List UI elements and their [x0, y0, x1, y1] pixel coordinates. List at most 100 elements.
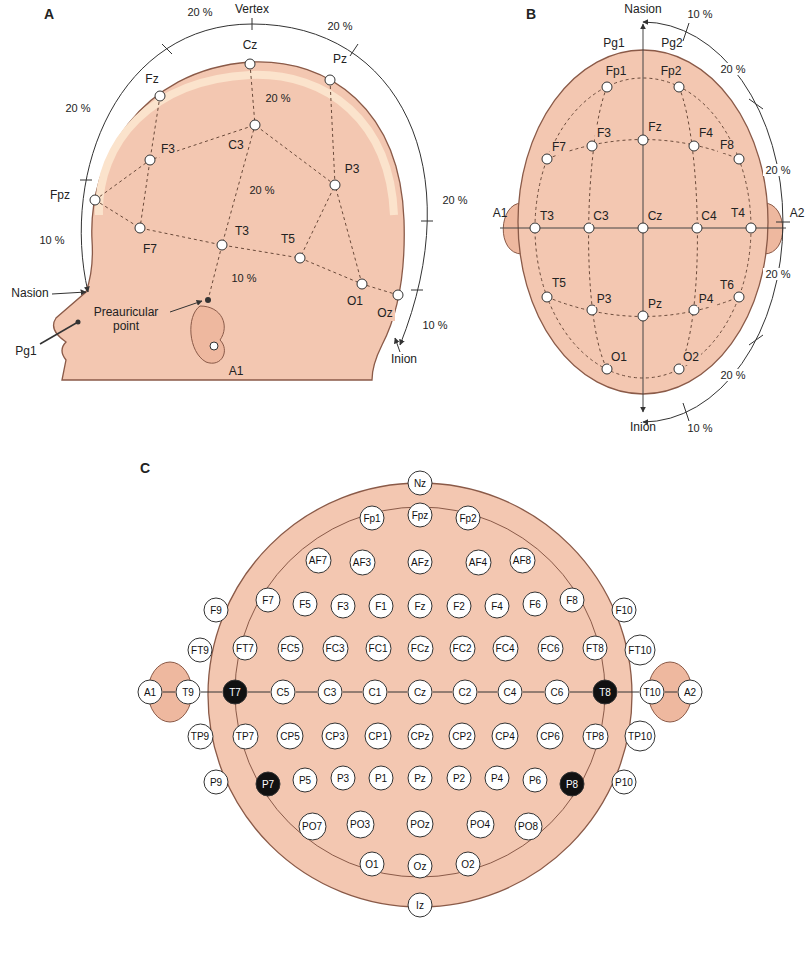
electrode-disc: [612, 598, 636, 622]
head-drawing-part: [674, 82, 684, 92]
landmark-label: Nasion: [622, 3, 663, 17]
electrode-circle: Fpz: [407, 502, 433, 528]
electrode-name: Fp2: [459, 513, 476, 524]
electrode-name: T9: [182, 687, 194, 698]
electrode-disc: [369, 594, 393, 618]
electrode-circle: CP3: [321, 722, 349, 750]
electrode-circle: A1: [137, 679, 163, 705]
electrode-name: AF7: [309, 555, 327, 566]
electrode-label: A1: [227, 365, 246, 379]
electrode-disc: [299, 813, 326, 840]
electrode-name: F5: [299, 599, 311, 610]
electrode-circle: P5: [292, 767, 318, 793]
electrode-name: CPz: [411, 731, 430, 742]
percent-measure: 20 %: [440, 194, 469, 207]
head-drawing-part: [217, 240, 227, 250]
electrode-disc: [223, 680, 247, 704]
electrode-name: F3: [337, 601, 349, 612]
electrode-label: T5: [550, 277, 568, 291]
inner-ring: [235, 507, 605, 877]
electrode-disc: [408, 594, 432, 618]
electrode-name: F9: [210, 605, 222, 616]
electrode-label: Fp2: [659, 65, 684, 79]
electrode-name: C2: [459, 687, 472, 698]
electrode-circle: Iz: [407, 892, 433, 918]
head-drawing-part: [250, 120, 260, 130]
midline: [643, 24, 644, 412]
electrode-name: Iz: [416, 900, 424, 911]
electrode-disc: [456, 506, 480, 530]
head-drawing-part: [602, 364, 612, 374]
electrode-label: Oz: [375, 307, 394, 321]
electrode-disc: [515, 813, 542, 840]
electrode-disc: [560, 772, 584, 796]
electrode-row-line: [433, 692, 452, 693]
electrode-circle: TP7: [232, 723, 259, 750]
electrode-disc: [204, 770, 228, 794]
electrode-circle: AF3: [349, 549, 376, 576]
electrode-label: O1: [345, 295, 365, 309]
electrode-circle: F9: [203, 597, 229, 623]
electrode-name: A1: [144, 687, 156, 698]
percent-measure: 20 %: [718, 369, 747, 382]
percent-measure: 20 %: [718, 63, 747, 76]
electrode-name: FCz: [411, 643, 429, 654]
electrode-name: P10: [615, 777, 633, 788]
electrode-disc: [583, 636, 607, 660]
electrode-circle: F7: [255, 587, 281, 613]
electrode-row-line: [201, 692, 222, 693]
electrode-disc: [408, 636, 433, 661]
electrode-circle: O2: [455, 851, 481, 877]
electrode-circle: P1: [368, 765, 394, 791]
electrode-label: F4: [697, 127, 715, 141]
electrode-circle: PO7: [298, 812, 327, 841]
electrode-disc: [271, 680, 295, 704]
electrode-disc: [408, 854, 432, 878]
electrode-circle: P6: [522, 767, 548, 793]
panel-letter: A: [42, 6, 56, 22]
electrode-disc: [350, 550, 375, 575]
electrode-circle: FCz: [407, 635, 434, 662]
electrode-circle: CP4: [491, 722, 519, 750]
percent-measure: 20 %: [763, 164, 792, 177]
nasion-arrow: [52, 292, 86, 294]
electrode-label: F3: [159, 143, 177, 157]
electrode-disc: [408, 893, 432, 917]
percent-measure: 20 %: [263, 92, 292, 105]
electrode-circle: T9: [175, 679, 201, 705]
electrode-circle: Oz: [407, 853, 433, 879]
electrode-name: FT9: [191, 645, 209, 656]
head-drawing-part: [689, 141, 699, 151]
electrode-row-line: [163, 692, 175, 693]
electrode-disc: [331, 766, 355, 790]
electrode-circle: CP2: [448, 722, 476, 750]
electrode-label: Fp1: [604, 65, 629, 79]
electrode-label: Cz: [646, 210, 665, 224]
electrode-disc: [365, 723, 391, 749]
electrode-name: C5: [277, 687, 290, 698]
electrode-disc: [408, 550, 432, 574]
electrode-disc: [485, 594, 509, 618]
electrode-disc: [233, 636, 257, 660]
electrode-circle: TP8: [582, 723, 609, 750]
electrode-name: CP2: [452, 731, 471, 742]
head-drawing-part: [692, 223, 702, 233]
head-drawing-part: [638, 311, 648, 321]
head-drawing-part: [683, 23, 689, 41]
pg1-tip: [76, 320, 81, 325]
electrode-name: Fz: [414, 601, 425, 612]
electrode-circle: C1: [362, 679, 388, 705]
electrode-circle: T8: [592, 679, 618, 705]
electrode-circle: P7: [255, 771, 281, 797]
electrode-name: F8: [566, 595, 578, 606]
electrode-circle: T10: [639, 679, 665, 705]
percent-measure: 20 %: [185, 6, 214, 19]
landmark-label: Preauricular point: [82, 306, 170, 334]
electrode-disc: [640, 680, 664, 704]
electrode-name: FT7: [236, 643, 254, 654]
head-drawing-part: [542, 154, 552, 164]
electrode-circle: F3: [330, 593, 356, 619]
landmark-label: Inion: [628, 421, 658, 435]
electrode-row-line: [523, 692, 544, 693]
electrode-disc: [408, 680, 432, 704]
